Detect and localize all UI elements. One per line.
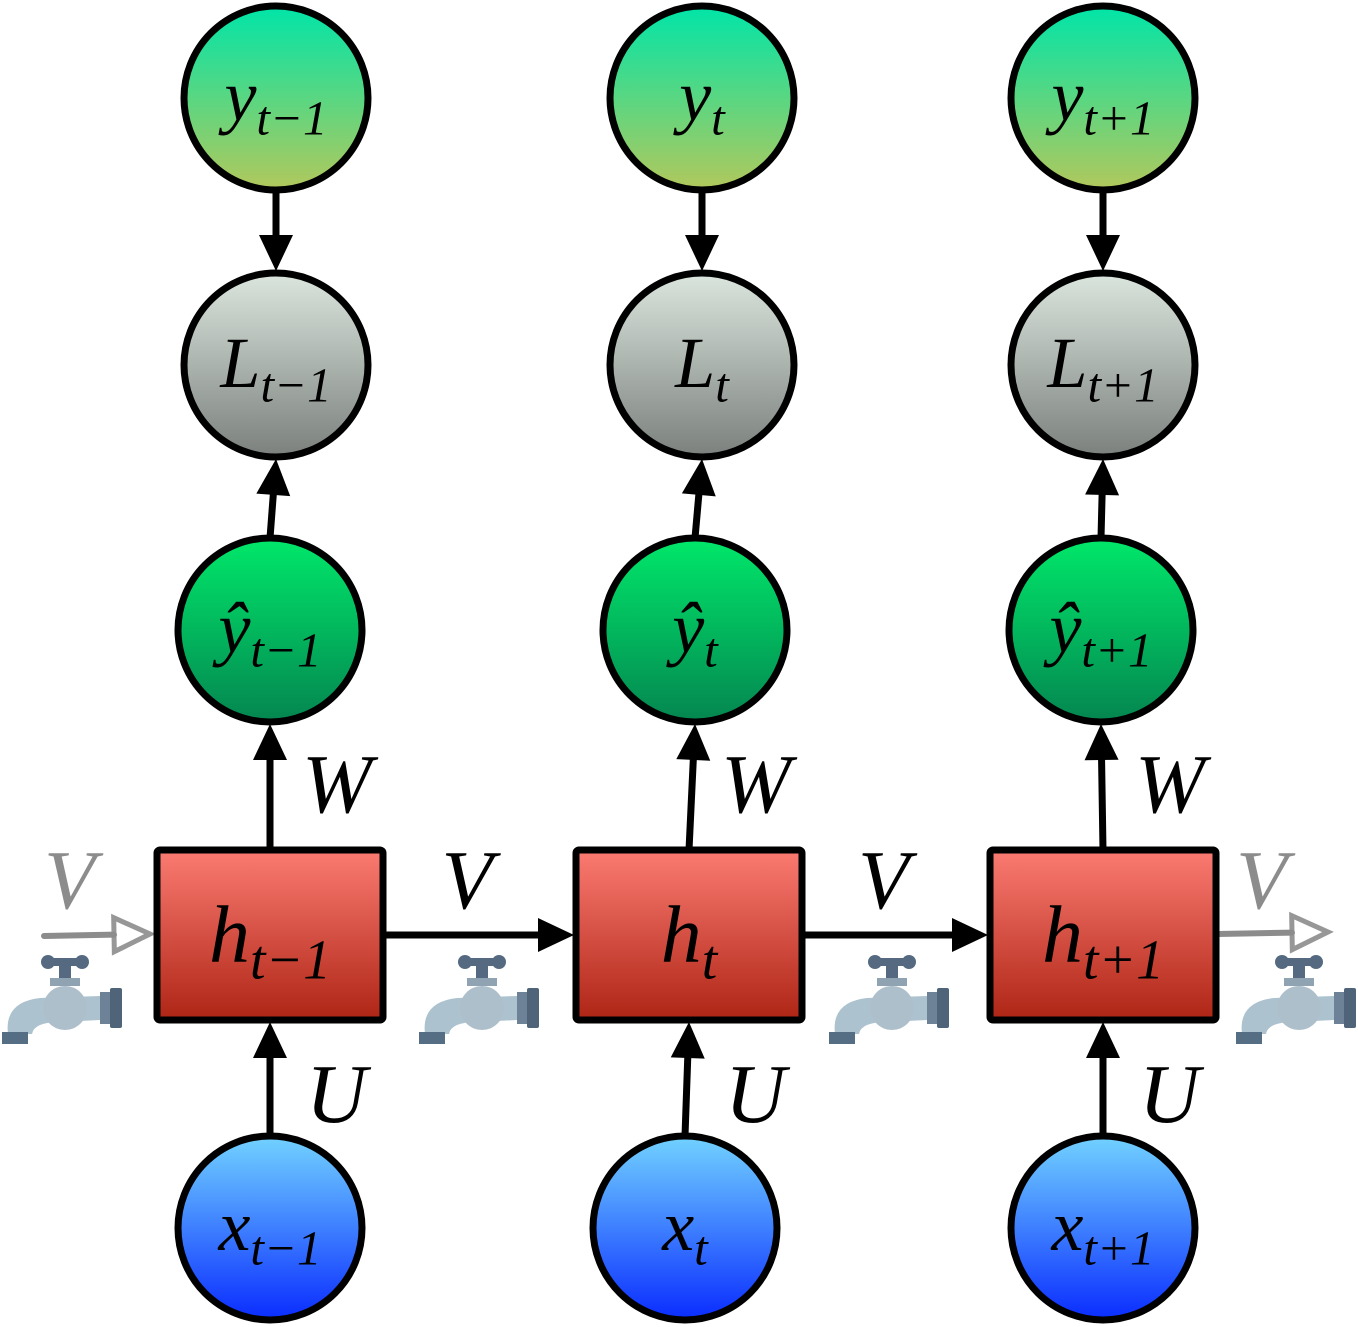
label-main: h xyxy=(209,889,250,980)
node-prediction-yhat: ŷt xyxy=(599,534,791,726)
node-loss: Lt xyxy=(606,269,798,461)
weight-V-outgoing-label: V xyxy=(1236,834,1296,927)
label-subscript: t xyxy=(694,1220,709,1275)
arrow-hidden-to-next-hidden xyxy=(379,918,574,952)
node-hidden-label: ht+1 xyxy=(1042,889,1164,991)
node-target-y-label: yt+1 xyxy=(1044,56,1154,145)
weight-V-label: V xyxy=(858,834,918,927)
label-main: h xyxy=(1042,889,1083,980)
label-main: L xyxy=(219,323,260,403)
arrow-hidden-to-prediction xyxy=(253,724,287,854)
faucet-icon xyxy=(1236,955,1356,1044)
label-subscript: t+1 xyxy=(1083,90,1154,145)
arrow-target-to-loss xyxy=(259,186,293,271)
node-hidden-label: ht xyxy=(661,889,719,991)
node-target-y: yt xyxy=(606,2,798,194)
label-subscript: t−1 xyxy=(250,929,331,991)
node-prediction-yhat: ŷt+1 xyxy=(1005,534,1197,726)
node-input-x-label: xt−1 xyxy=(217,1186,321,1275)
label-subscript: t xyxy=(715,357,730,412)
node-input-x: xt+1 xyxy=(1007,1132,1199,1324)
arrow-hidden-to-prediction xyxy=(676,724,711,854)
node-hidden-h: ht xyxy=(572,846,806,1024)
node-prediction-yhat-label: ŷt+1 xyxy=(1042,588,1152,677)
node-hidden-h: ht+1 xyxy=(986,846,1220,1024)
arrow-incoming-hidden xyxy=(41,913,156,956)
faucet-icon xyxy=(829,955,949,1044)
arrow-prediction-to-loss xyxy=(256,459,291,542)
label-main: L xyxy=(674,323,715,403)
node-prediction-yhat-label: ŷt−1 xyxy=(211,588,321,677)
label-subscript: t−1 xyxy=(250,622,321,677)
node-input-x-label: xt+1 xyxy=(1050,1186,1154,1275)
arrow-input-to-hidden xyxy=(1086,1022,1120,1140)
node-loss-label: Lt xyxy=(674,323,730,412)
label-subscript: t−1 xyxy=(256,90,327,145)
node-target-y-label: yt xyxy=(672,56,726,145)
arrow-prediction-to-loss xyxy=(1085,459,1120,542)
faucet-icon xyxy=(2,955,122,1044)
node-target-y-label: yt−1 xyxy=(217,56,327,145)
node-target-y: yt+1 xyxy=(1007,2,1199,194)
weight-U-label: U xyxy=(725,1048,791,1141)
label-main: x xyxy=(661,1186,694,1266)
label-main: x xyxy=(217,1186,250,1266)
label-subscript: t+1 xyxy=(1081,622,1152,677)
arrow-input-to-hidden xyxy=(253,1022,287,1140)
node-prediction-yhat-label: ŷt xyxy=(665,588,719,677)
node-loss-label: Lt−1 xyxy=(219,323,331,412)
arrow-prediction-to-loss xyxy=(681,459,716,542)
arrow-hidden-to-prediction xyxy=(1084,724,1119,854)
node-prediction-yhat: ŷt−1 xyxy=(174,534,366,726)
node-hidden-h: ht−1 xyxy=(153,846,387,1024)
arrow-target-to-loss xyxy=(685,186,719,271)
label-main: h xyxy=(661,889,702,980)
label-main: L xyxy=(1046,323,1087,403)
weight-W-label: W xyxy=(302,738,379,831)
weight-U-label: U xyxy=(306,1048,372,1141)
label-subscript: t xyxy=(702,929,719,991)
label-main: ŷ xyxy=(1042,588,1081,668)
faucet-icon xyxy=(419,955,539,1044)
arrow-outgoing-hidden xyxy=(1215,911,1334,954)
label-subscript: t−1 xyxy=(250,1220,321,1275)
arrow-target-to-loss xyxy=(1086,186,1120,271)
node-input-x-label: xt xyxy=(661,1186,709,1275)
label-subscript: t xyxy=(704,622,719,677)
node-loss-label: Lt+1 xyxy=(1046,323,1158,412)
node-input-x: xt xyxy=(589,1132,781,1324)
label-main: y xyxy=(217,56,256,136)
label-main: x xyxy=(1050,1186,1083,1266)
label-main: y xyxy=(672,56,711,136)
label-main: ŷ xyxy=(211,588,250,668)
weight-W-label: W xyxy=(1135,738,1212,831)
node-hidden-label: ht−1 xyxy=(209,889,331,991)
label-subscript: t+1 xyxy=(1083,929,1164,991)
label-main: ŷ xyxy=(665,588,704,668)
weight-W-label: W xyxy=(721,738,798,831)
label-subscript: t+1 xyxy=(1083,1220,1154,1275)
label-main: y xyxy=(1044,56,1083,136)
weight-V-incoming-label: V xyxy=(44,834,104,927)
weight-V-label: V xyxy=(442,834,502,927)
weight-U-label: U xyxy=(1139,1048,1205,1141)
node-input-x: xt−1 xyxy=(174,1132,366,1324)
label-subscript: t xyxy=(711,90,726,145)
node-loss: Lt−1 xyxy=(180,269,372,461)
label-subscript: t−1 xyxy=(260,357,331,412)
node-target-y: yt−1 xyxy=(180,2,372,194)
arrow-hidden-to-next-hidden xyxy=(798,918,988,952)
arrow-input-to-hidden xyxy=(670,1022,705,1140)
label-subscript: t+1 xyxy=(1087,357,1158,412)
node-loss: Lt+1 xyxy=(1007,269,1199,461)
